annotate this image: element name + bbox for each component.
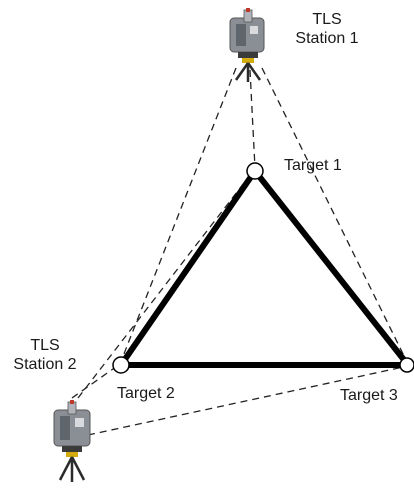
scanner-station-1-icon (229, 8, 265, 82)
target-1-icon (246, 162, 264, 180)
target-2-label: Target 2 (117, 385, 175, 402)
target-3-label: Target 3 (340, 387, 398, 404)
station-1-label-line-2: Station 1 (295, 30, 359, 47)
sight-line-s2-t2 (71, 363, 121, 399)
scanner-station-2-icon (53, 400, 91, 482)
target-2-icon (112, 356, 130, 374)
station-2-label: TLS Station 2 (4, 336, 86, 374)
station-1-label: TLS Station 1 (285, 10, 369, 48)
target-1-label: Target 1 (284, 157, 342, 174)
target-triangle (115, 165, 414, 368)
sight-line-s1-t1 (249, 69, 256, 169)
station-2-label-line-1: TLS (30, 337, 60, 354)
station-2-label-line-2: Station 2 (13, 356, 77, 373)
sight-line-s1-t2 (119, 67, 237, 365)
sight-line-s2-t1 (77, 169, 255, 399)
sight-line-s2-t3 (87, 365, 409, 436)
sight-lines-station-1 (119, 67, 409, 365)
target-3-icon (399, 357, 414, 373)
sight-line-s1-t3 (261, 67, 409, 365)
sight-lines-station-2 (71, 169, 409, 436)
station-1-label-line-1: TLS (312, 11, 342, 28)
